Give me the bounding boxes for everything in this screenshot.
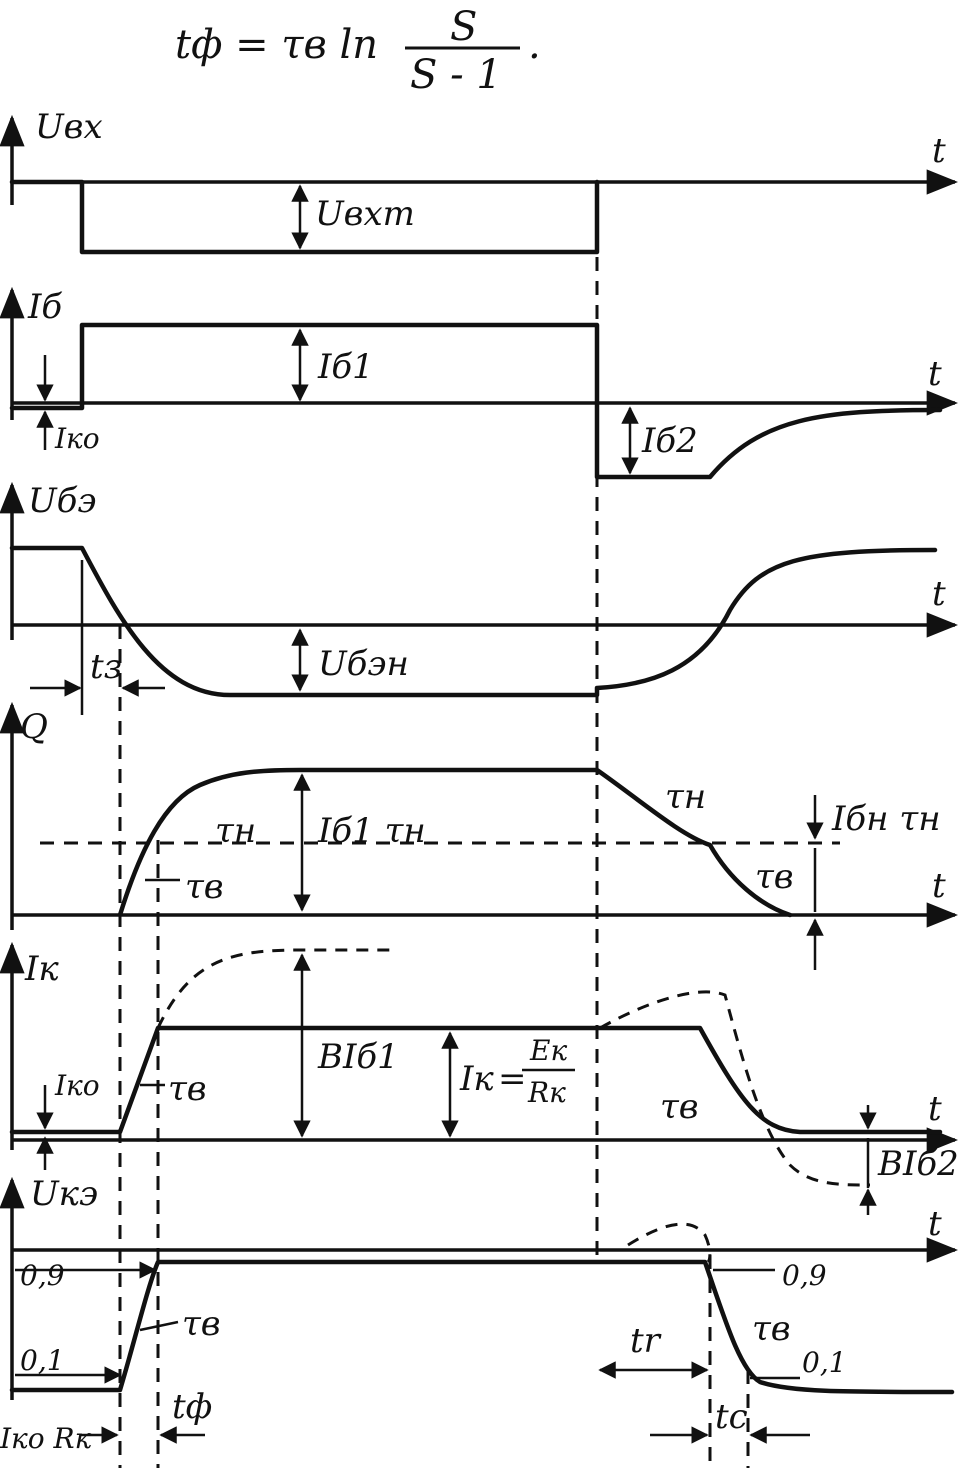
u-ce-tf-label: tф xyxy=(172,1387,212,1427)
panel-charge: Q t τн τв Iб1 τн Iбн τн τн τв xyxy=(0,701,959,970)
q-waveform xyxy=(117,767,793,918)
q-ibn-tau-label: Iбн τн xyxy=(831,799,941,839)
u-ce-overshoot-curve xyxy=(627,1222,712,1264)
switching-time-formula: tф = τв ln S S - 1 . xyxy=(175,4,541,98)
i-k-sat-eq: = xyxy=(498,1059,527,1099)
u-in-pulse xyxy=(9,179,600,255)
u-in-axis-label: Uвх xyxy=(35,107,103,147)
i-k-sat-label: Iк xyxy=(459,1059,494,1099)
i-k-bib2-label: BIб2 xyxy=(877,1144,959,1184)
u-ce-09-rise-label: 0,9 xyxy=(20,1259,65,1292)
u-ce-iko-rk-label: Iко Rк xyxy=(0,1422,92,1455)
i-k-tau-v-fall-label: τв xyxy=(660,1087,699,1127)
i-b2-label: Iб2 xyxy=(641,421,698,461)
panel-base-current: Iб t Iб1 Iко Iб2 xyxy=(0,286,959,480)
q-tau-v-fall-label: τв xyxy=(755,857,794,897)
formula-end: . xyxy=(528,22,541,68)
t3-label: tз xyxy=(90,647,122,687)
i-b1-label: Iб1 xyxy=(317,347,374,387)
formula-denominator: S - 1 xyxy=(410,52,502,98)
q-tau-n-fall-label: τн xyxy=(665,777,706,817)
i-k-tau-v-rise-label: τв xyxy=(168,1069,207,1109)
i-k-iko-label: Iко xyxy=(54,1069,100,1102)
i-k-bib1-label: BIб1 xyxy=(317,1037,399,1077)
u-be-waveform xyxy=(9,545,938,698)
i-b-t-label: t xyxy=(928,354,942,394)
i-b-waveform xyxy=(9,322,943,480)
q-ib1-tau-label: Iб1 τн xyxy=(317,811,426,851)
u-be-t-label: t xyxy=(932,574,946,614)
u-ce-tr-label: tr xyxy=(630,1321,662,1361)
panel-collector-emitter-voltage: Uкэ t 0,9 0,1 τв tф Iко Rк tr 0,9 τв 0,1… xyxy=(0,1174,959,1455)
q-tau-v-rise-label: τв xyxy=(185,867,224,907)
u-ce-tau-v-leader xyxy=(139,1320,179,1332)
i-k-axis-label: Iк xyxy=(24,949,59,989)
u-in-amplitude-label: Uвхm xyxy=(315,194,415,234)
i-k-rk-label: Rк xyxy=(527,1076,566,1109)
panel-base-emitter-voltage: Uбэ t Uбэн tз xyxy=(0,481,959,715)
q-axis-label: Q xyxy=(20,707,48,747)
u-ce-01-rise-label: 0,1 xyxy=(20,1344,65,1377)
formula-numerator: S xyxy=(450,4,477,50)
i-k-waveform xyxy=(9,1025,943,1135)
u-be-axis-label: Uбэ xyxy=(28,481,96,521)
u-ce-waveform xyxy=(9,1259,955,1395)
i-b-axis-label: Iб xyxy=(27,287,62,327)
u-be-sat-label: Uбэн xyxy=(318,644,409,684)
u-ce-tau-v-fall-label: τв xyxy=(752,1309,791,1349)
q-tau-n-rise-label: τн xyxy=(215,811,256,851)
i-k-unbounded-curve xyxy=(156,948,390,1029)
formula-lhs: tф = τв ln xyxy=(175,22,378,68)
i-k-reverse-curve xyxy=(599,990,871,1187)
panel-input-voltage: Uвх t Uвхm xyxy=(0,107,959,255)
u-ce-tc-label: tс xyxy=(715,1397,748,1437)
u-ce-axis-label: Uкэ xyxy=(30,1174,98,1214)
i-k-t-label: t xyxy=(928,1089,942,1129)
q-t-label: t xyxy=(932,866,946,906)
i-ko-label: Iко xyxy=(54,422,100,455)
u-ce-01-fall-label: 0,1 xyxy=(802,1346,847,1379)
panel-collector-current: Iк t BIб1 Iк = Eк Rк Iко τв τв BIб2 xyxy=(0,941,959,1215)
i-k-ek-label: Eк xyxy=(529,1034,567,1067)
u-in-t-label: t xyxy=(932,131,946,171)
u-ce-t-label: t xyxy=(928,1204,942,1244)
u-ce-09-fall-label: 0,9 xyxy=(782,1259,827,1292)
u-ce-tau-v-rise-label: τв xyxy=(182,1304,221,1344)
